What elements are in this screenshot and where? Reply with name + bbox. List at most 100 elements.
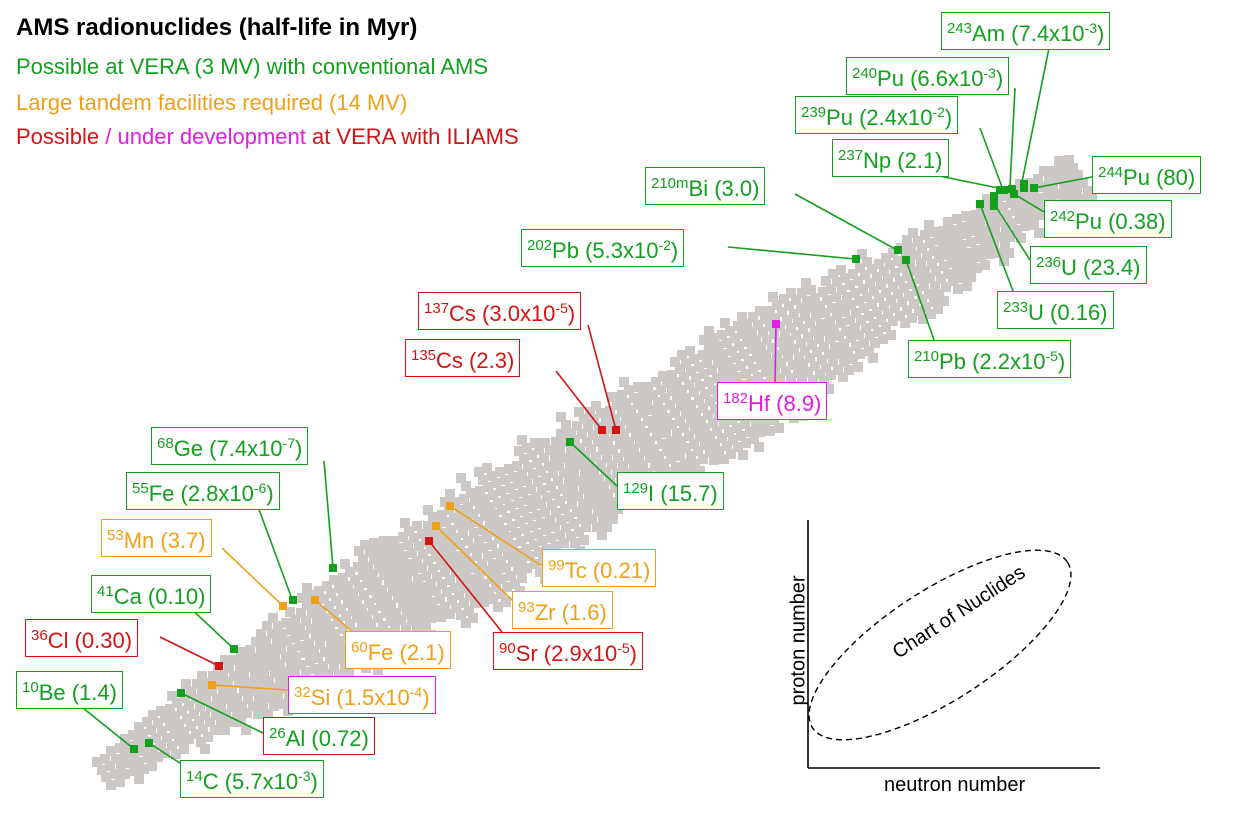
marker-bi-210m [894, 246, 902, 254]
marker-al-26 [177, 689, 185, 697]
leader-line-fe-60 [314, 599, 355, 634]
leader-line-cs-137 [587, 324, 617, 431]
label-cl-36: 36Cl (0.30) [25, 619, 139, 657]
leader-line-am-243 [1021, 42, 1051, 183]
label-zr-93: 93Zr (1.6) [512, 591, 613, 629]
label-cs-137: 137Cs (3.0x10-5) [418, 292, 582, 330]
label-u-233: 233U (0.16) [997, 291, 1114, 329]
leader-line-fe-55 [256, 503, 293, 600]
leader-line-c-14 [148, 742, 187, 768]
label-pu-240: 240Pu (6.6x10-3) [846, 57, 1010, 95]
leader-line-u-236 [994, 204, 1031, 261]
label-pb-202: 202Pb (5.3x10-2) [521, 229, 685, 267]
label-tc-99: 99Tc (0.21) [542, 549, 657, 587]
label-sr-90: 90Sr (2.9x10-5) [493, 632, 643, 670]
marker-hf-182 [772, 320, 780, 328]
legend-conventional: Possible at VERA (3 MV) with conventiona… [16, 54, 488, 79]
legend-at-vera: at VERA with [305, 124, 447, 149]
label-ca-41: 41Ca (0.10) [91, 575, 212, 613]
marker-u-236 [990, 192, 998, 210]
marker-c-14 [145, 739, 153, 747]
nuclide-band-cells [92, 155, 1097, 790]
inset-ellipse [808, 549, 1072, 741]
marker-si-32 [208, 681, 216, 689]
label-pu-244: 244Pu (80) [1092, 156, 1202, 194]
marker-u-233 [976, 200, 984, 208]
label-i-129: 129I (15.7) [617, 472, 724, 510]
label-bi-210m: 210mBi (3.0) [645, 167, 766, 205]
label-be-10: 10Be (1.4) [16, 671, 123, 709]
leader-line-tc-99 [449, 505, 543, 567]
label-pu-242: 242Pu (0.38) [1044, 200, 1172, 238]
leader-line-pu-239 [979, 127, 1003, 188]
label-pu-239: 239Pu (2.4x10-2) [795, 96, 959, 134]
marker-fe-60 [311, 596, 319, 604]
inset-ylabel: proton number [787, 575, 810, 706]
label-fe-60: 60Fe (2.1) [345, 631, 451, 669]
nuclide-band [92, 155, 1097, 790]
leader-line-i-129 [569, 441, 618, 487]
legend-title: AMS radionuclides (half-life in Myr) [16, 14, 418, 41]
label-np-237: 237Np (2.1) [832, 139, 949, 177]
marker-sr-90 [425, 537, 433, 545]
label-ge-68: 68Ge (7.4x10-7) [151, 427, 309, 465]
leader-lines [77, 42, 1093, 768]
leader-line-u-233 [979, 203, 1014, 292]
legend-possible: Possible [16, 124, 100, 149]
nuclide-markers [130, 180, 1038, 753]
marker-ge-68 [329, 564, 337, 572]
legend-iliams: Possible / under development at VERA wit… [16, 124, 519, 150]
label-fe-55: 55Fe (2.8x10-6) [126, 472, 280, 510]
marker-cs-137 [612, 426, 620, 434]
marker-fe-55 [289, 596, 297, 604]
leader-line-bi-210m [794, 193, 898, 251]
leader-line-zr-93 [435, 525, 513, 601]
leader-line-cl-36 [159, 636, 220, 667]
legend-sep: / [99, 124, 118, 149]
marker-pb-210 [902, 256, 910, 264]
marker-pu-244 [1030, 184, 1038, 192]
legend-large-tandem: Large tandem facilities required (14 MV) [16, 90, 408, 115]
leader-line-pu-242 [1013, 193, 1045, 213]
inset-xlabel: neutron number [884, 774, 1026, 796]
legend-iliams-word: ILIAMS [446, 124, 519, 149]
leader-line-ge-68 [323, 460, 334, 569]
label-hf-182: 182Hf (8.9) [717, 382, 828, 420]
inset-diagram [807, 520, 1100, 769]
marker-pu-240 [1008, 185, 1016, 193]
leader-line-be-10 [77, 703, 135, 750]
leader-line-al-26 [180, 692, 264, 734]
marker-cl-36 [215, 662, 223, 670]
leader-line-pu-240 [1009, 87, 1016, 188]
label-al-26: 26Al (0.72) [263, 717, 375, 755]
leader-line-sr-90 [428, 540, 503, 633]
marker-tc-99 [446, 502, 454, 510]
label-am-243: 243Am (7.4x10-3) [941, 12, 1111, 50]
marker-i-129 [566, 438, 574, 446]
label-cs-135: 135Cs (2.3) [405, 339, 521, 377]
marker-be-10 [130, 745, 138, 753]
leader-line-mn-53 [221, 547, 284, 607]
legend-under-dev: under development [117, 124, 306, 149]
marker-mn-53 [279, 602, 287, 610]
label-u-236: 236U (23.4) [1030, 246, 1147, 284]
leader-line-pu-244 [1033, 176, 1093, 189]
leader-line-hf-182 [774, 323, 777, 385]
label-c-14: 14C (5.7x10-3) [180, 760, 324, 798]
leader-line-pb-202 [727, 246, 856, 260]
leader-line-pb-210 [905, 259, 935, 341]
marker-am-243 [1020, 180, 1028, 192]
label-si-32: 32Si (1.5x10-4) [288, 676, 436, 714]
leader-line-si-32 [211, 684, 289, 691]
marker-cs-135 [598, 426, 606, 434]
marker-pb-202 [852, 255, 860, 263]
label-pb-210: 210Pb (2.2x10-5) [908, 340, 1072, 378]
marker-zr-93 [432, 522, 440, 530]
marker-ca-41 [230, 645, 238, 653]
marker-np-237 [996, 186, 1004, 194]
label-mn-53: 53Mn (3.7) [101, 519, 212, 557]
marker-pu-242 [1010, 190, 1018, 198]
leader-line-cs-135 [555, 370, 603, 431]
